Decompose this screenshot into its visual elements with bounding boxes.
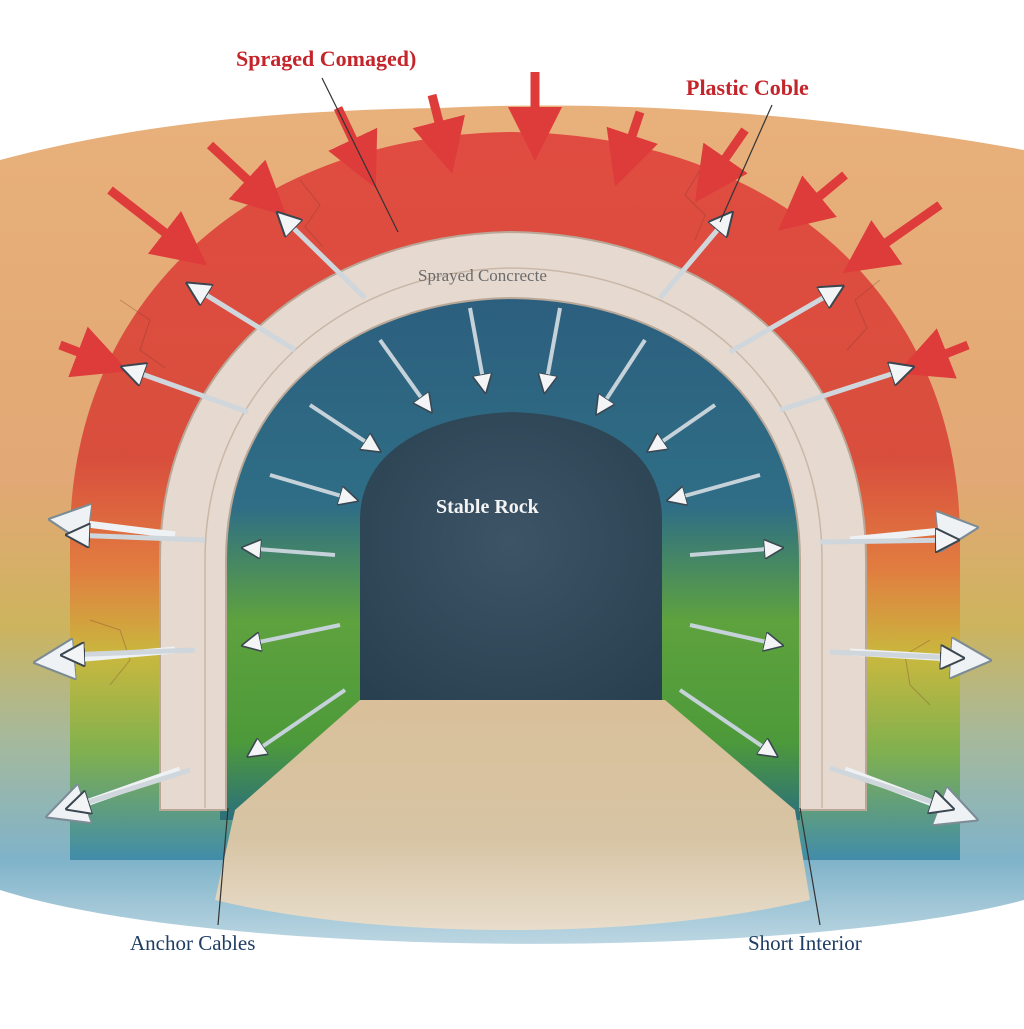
pressure-arrows bbox=[58, 72, 970, 379]
anchor-cables-label: Anchor Cables bbox=[130, 931, 256, 955]
tunnel-floor bbox=[215, 700, 810, 930]
lining-inner-edge bbox=[204, 267, 823, 808]
concrete-lining bbox=[159, 230, 867, 811]
stable-rock-label: Stable Rock bbox=[436, 496, 539, 518]
sprayed-concrete-label: Sprayed Concrecte bbox=[418, 266, 547, 285]
short-bolts bbox=[245, 307, 780, 755]
plastic-cable-label: Plastic Coble bbox=[686, 75, 809, 100]
short-interior-label: Short Interior bbox=[748, 931, 862, 955]
rock-cracks bbox=[89, 169, 931, 706]
anchor-cables bbox=[65, 215, 960, 808]
sprayed-damaged-label: Spraged Comaged) bbox=[236, 46, 417, 71]
stable-rock-core bbox=[360, 412, 662, 700]
label-leaders bbox=[217, 77, 821, 926]
